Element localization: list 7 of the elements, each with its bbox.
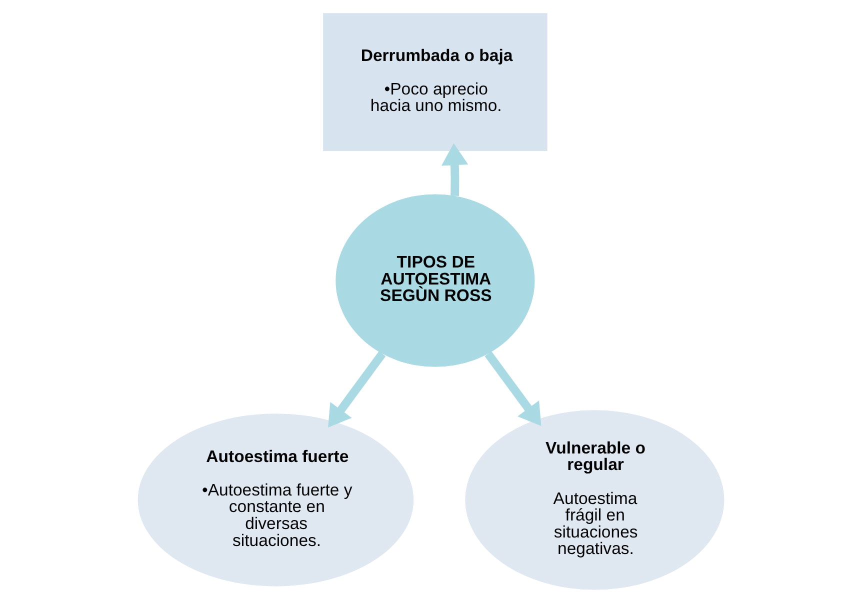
node-ellipse: TIPOS DE AUTOESTIMA SEGÙN ROSS	[335, 194, 534, 367]
node-ellipse: Vulnerable o regular Autoestima frágil en situaciones negativas.	[464, 410, 724, 590]
node-ellipse: Autoestima fuerte •Autoestima fuerte y constante en diversas situaciones.	[137, 414, 414, 586]
node-box: Derrumbada o baja •Poco aprecio hacia uno mismo.	[322, 13, 547, 152]
arrow	[440, 143, 468, 196]
arrow	[484, 351, 541, 426]
arrow	[328, 351, 386, 428]
